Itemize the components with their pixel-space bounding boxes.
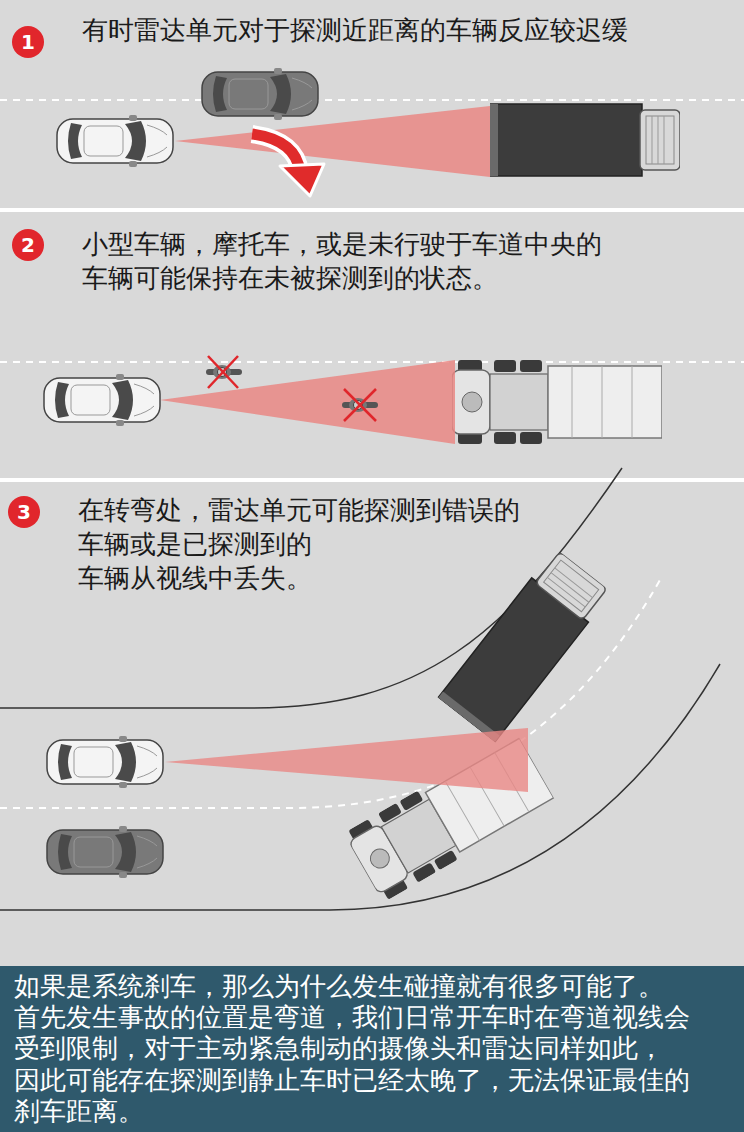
panel-ground — [0, 212, 744, 478]
callout-number: 1 — [12, 26, 44, 58]
callout-label: 2 — [21, 235, 35, 255]
caption-band: 如果是系统刹车，那么为什么发生碰撞就有很多可能了。 首先发生事故的位置是弯道，我… — [0, 966, 744, 1132]
truck — [438, 548, 612, 742]
info-panel: 在转弯处，雷达单元可能探测到错误的 车辆或是已探测到的 车辆从视线中丢失。 3 — [0, 482, 744, 972]
lane-line — [0, 361, 744, 363]
cross-stroke — [208, 356, 238, 388]
callout-number: 2 — [12, 229, 44, 261]
semi-truck — [452, 360, 662, 444]
car — [47, 736, 163, 788]
truck-group — [438, 548, 612, 742]
road-edge — [0, 664, 720, 910]
callout-label: 1 — [21, 32, 35, 52]
car — [47, 826, 163, 878]
callout-label: 3 — [17, 502, 31, 522]
car — [202, 68, 318, 120]
radar-beam — [160, 360, 455, 444]
car — [44, 374, 160, 426]
panel-ground — [0, 0, 744, 208]
panel-text: 有时雷达单元对于探测近距离的车辆反应较迟缓 — [82, 14, 654, 48]
lane-line — [0, 99, 744, 101]
callout-number: 3 — [8, 496, 40, 528]
radar-beam — [165, 728, 528, 792]
miss-mark — [208, 356, 376, 421]
info-panel: 小型车辆，摩托车，或是未行驶于车道中央的 车辆可能保持在未被探测到的状态。 2 — [0, 212, 744, 478]
caption-text: 如果是系统刹车，那么为什么发生碰撞就有很多可能了。 首先发生事故的位置是弯道，我… — [14, 971, 703, 1127]
panel-text: 在转弯处，雷达单元可能探测到错误的 车辆或是已探测到的 车辆从视线中丢失。 — [78, 494, 533, 595]
cross-stroke — [344, 389, 376, 421]
panel-ground — [0, 482, 744, 972]
panel-text: 小型车辆，摩托车，或是未行驶于车道中央的 车辆可能保持在未被探测到的状态。 — [82, 228, 615, 296]
arrow-head — [280, 164, 324, 196]
truck — [490, 104, 680, 176]
cut-in-arrow — [252, 134, 324, 196]
cross-stroke — [344, 389, 376, 421]
car — [57, 115, 173, 167]
cross-stroke — [208, 356, 238, 388]
radar-beam — [175, 106, 490, 177]
info-panel: 有时雷达单元对于探测近距离的车辆反应较迟缓 1 — [0, 0, 744, 208]
